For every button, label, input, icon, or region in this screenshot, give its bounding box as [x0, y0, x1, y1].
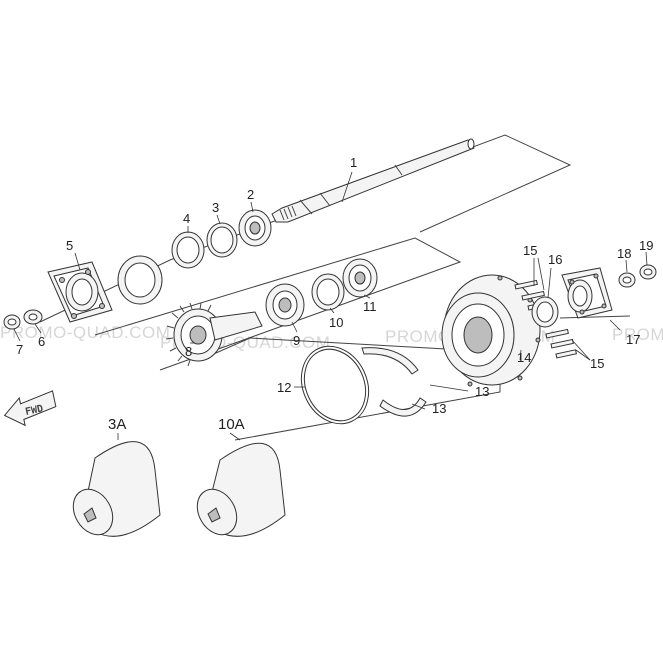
callout-11: 11: [363, 299, 377, 314]
callout-6: 6: [38, 334, 45, 349]
nut-19: [639, 264, 657, 280]
ring-3: [206, 222, 238, 258]
washer-18: [618, 272, 636, 288]
watermark-edge: PROMO: [612, 325, 663, 344]
seal-16: [531, 296, 559, 328]
bolts-15-lower: [545, 328, 577, 359]
callout-9: 9: [293, 333, 300, 348]
drive-shaft: [271, 138, 475, 223]
callout-7: 7: [16, 342, 23, 357]
bearing-9: [265, 283, 305, 327]
callout-14: 14: [517, 350, 531, 365]
callout-12: 12: [277, 380, 291, 395]
bearing-11: [342, 258, 378, 298]
callout-8: 8: [185, 344, 192, 359]
callout-5: 5: [66, 238, 73, 253]
forward-arrow-icon: FWD: [3, 390, 57, 427]
callout-18: 18: [617, 246, 631, 261]
nut-7: [3, 314, 21, 330]
needle-bearing-10: [311, 273, 345, 311]
kit-label-3a: 3A: [108, 416, 126, 433]
callout-13-lower: 13: [432, 401, 446, 416]
callout-13-upper: 13: [475, 384, 489, 399]
callout-leaders: [13, 171, 648, 441]
callout-15-lower: 15: [590, 356, 604, 371]
callout-1: 1: [350, 155, 357, 170]
flange-housing-5: [47, 255, 163, 323]
fwd-label: FWD: [24, 403, 44, 418]
o-ring-12: [300, 345, 370, 425]
kit-label-10a: 10A: [218, 416, 245, 433]
bevel-pinion-gear-8: [165, 302, 263, 367]
seal-4: [171, 231, 205, 269]
kit-3a-part: [72, 441, 161, 537]
shim-13: [361, 347, 427, 417]
watermark-left: PROMO-QUAD.COM: [0, 323, 170, 342]
bearing-2: [238, 209, 272, 247]
rear-flange-17: [561, 267, 613, 319]
callout-15-upper: 15: [523, 243, 537, 258]
washer-6: [23, 309, 43, 325]
callout-10: 10: [329, 315, 343, 330]
callout-labels: 1 2 3 4 5 6 7 8 9 10 11 12 13 13 14 15 1…: [16, 155, 653, 433]
callout-19: 19: [639, 238, 653, 253]
callout-4: 4: [183, 211, 190, 226]
kit-10a-part: [196, 442, 286, 537]
callout-17: 17: [626, 332, 640, 347]
callout-3: 3: [212, 200, 219, 215]
final-drive-housing-14: [441, 274, 541, 387]
callout-2: 2: [247, 187, 254, 202]
callout-16: 16: [548, 252, 562, 267]
